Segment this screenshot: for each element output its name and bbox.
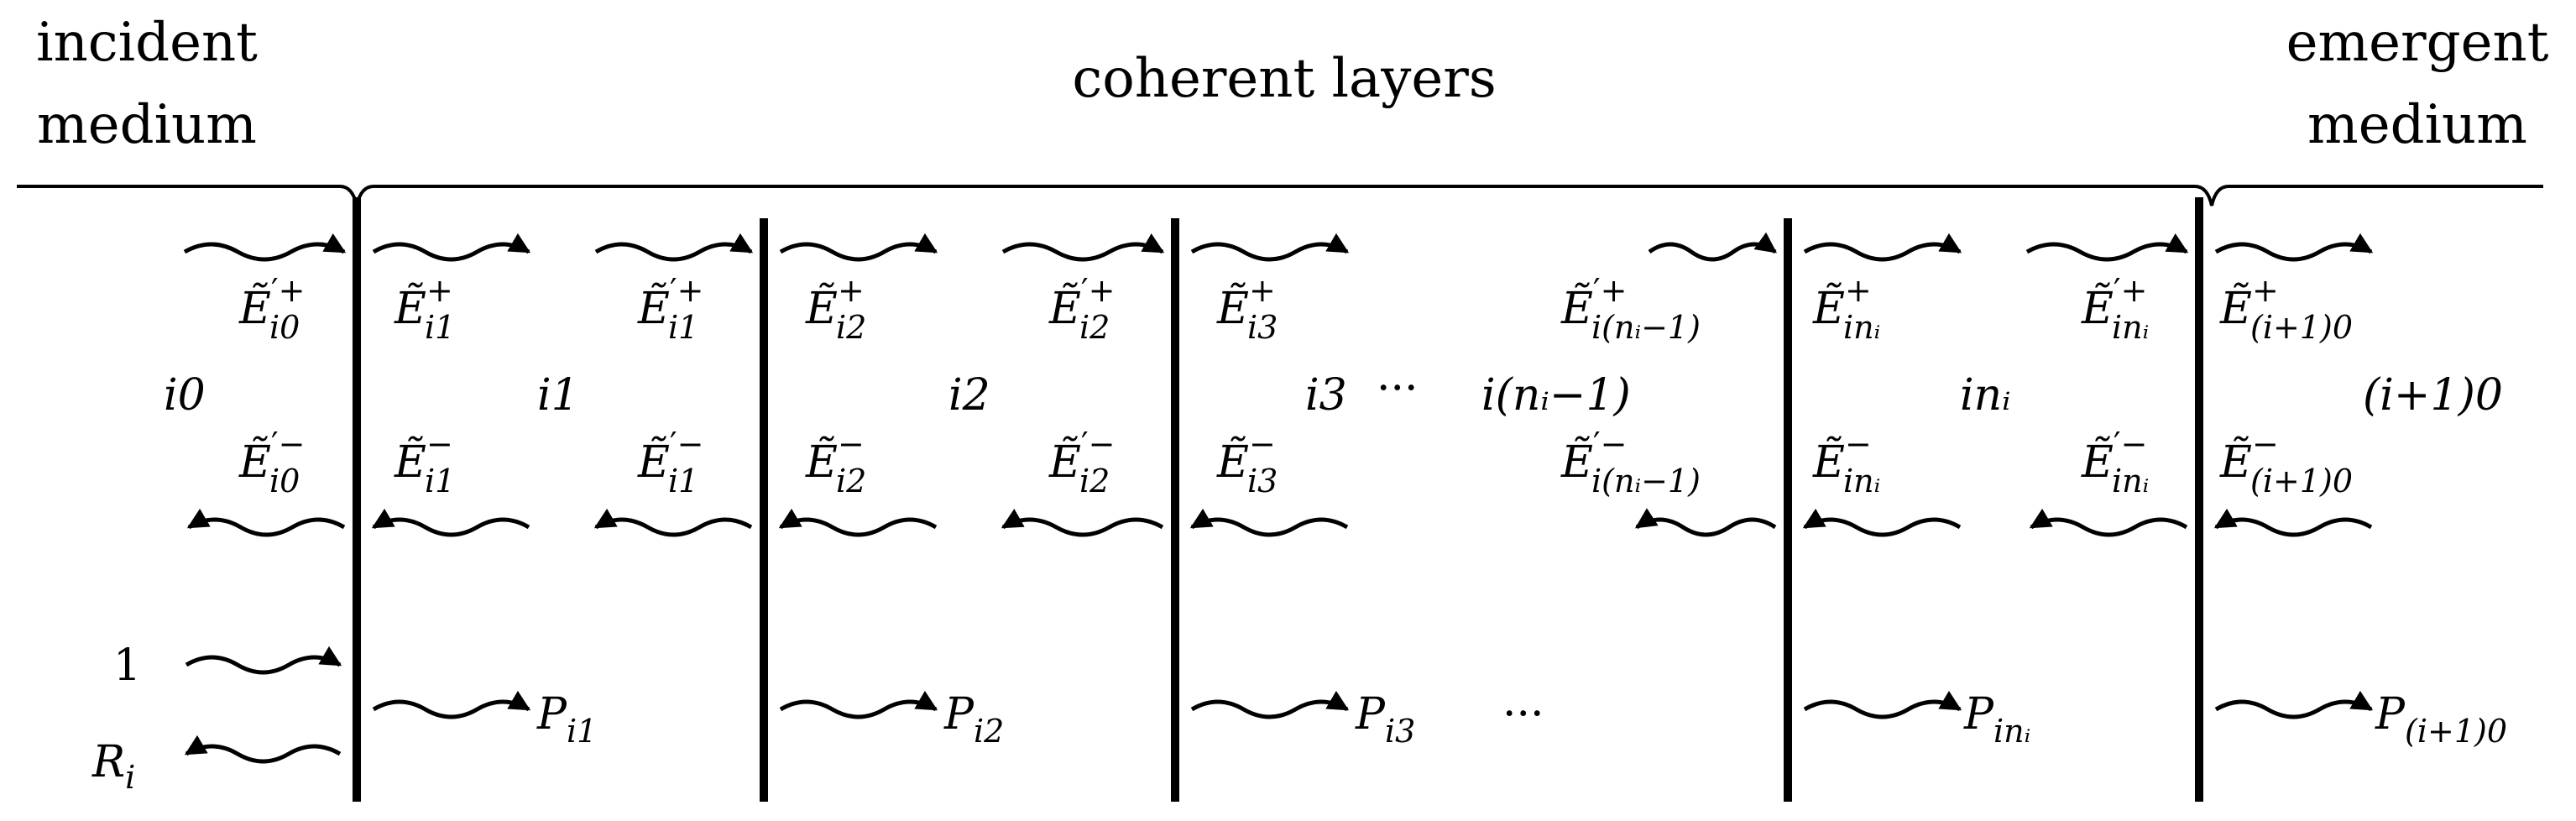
layer-label-i2: i2 bbox=[948, 370, 990, 421]
field-label-backward-8: Ẽ′−inᵢ bbox=[2081, 426, 2149, 499]
field-label-backward-5: Ẽ−i3 bbox=[1216, 426, 1278, 499]
backward-wave-9 bbox=[2213, 508, 2373, 537]
power-label-0: Pi1 bbox=[536, 689, 597, 750]
field-label-backward-0: Ẽ′−i0 bbox=[238, 426, 305, 499]
field-label-forward-7: Ẽ+inᵢ bbox=[1812, 272, 1880, 346]
field-label-backward-4: Ẽ′−i2 bbox=[1048, 426, 1115, 499]
field-label-forward-5: Ẽ+i3 bbox=[1216, 272, 1278, 346]
backward-wave-3 bbox=[778, 508, 938, 537]
layer-label-i1: i1 bbox=[537, 370, 579, 421]
forward-wave-2 bbox=[594, 233, 754, 262]
emergent-medium-header-line2: medium bbox=[2307, 94, 2527, 156]
power-wave-3 bbox=[1803, 690, 1962, 719]
forward-wave-3 bbox=[779, 233, 938, 262]
incident-medium-header-line2: medium bbox=[37, 94, 257, 156]
layer-ellipsis: ··· bbox=[1377, 363, 1419, 414]
field-label-forward-8: Ẽ′+inᵢ bbox=[2081, 272, 2149, 346]
backward-wave-6 bbox=[1634, 508, 1777, 537]
field-label-forward-2: Ẽ′+i1 bbox=[637, 272, 703, 346]
incident-medium-header-line1: incident bbox=[36, 12, 258, 74]
backward-wave-4 bbox=[1001, 509, 1164, 537]
power-label-3: ··· bbox=[1502, 689, 1544, 740]
layer-label-i-ni-minus-1: i(nᵢ−1) bbox=[1481, 370, 1631, 421]
forward-wave-8 bbox=[2025, 233, 2189, 262]
emergent-medium-header-line1: emergent bbox=[2286, 12, 2549, 74]
power-label-1: Pi2 bbox=[943, 689, 1004, 750]
forward-wave-0 bbox=[183, 233, 347, 262]
power-label-2: Pi3 bbox=[1355, 689, 1415, 750]
field-label-backward-6: Ẽ′−i(nᵢ−1) bbox=[1560, 426, 1701, 499]
coherent-layers-header: coherent layers bbox=[1072, 48, 1496, 110]
field-label-backward-9: Ẽ−(i+1)0 bbox=[2219, 426, 2353, 499]
power-wave-4 bbox=[2214, 690, 2374, 719]
field-label-forward-6: Ẽ′+i(nᵢ−1) bbox=[1560, 272, 1701, 346]
incident-wave bbox=[185, 646, 342, 675]
backward-wave-2 bbox=[593, 508, 753, 537]
header-brace bbox=[17, 185, 2543, 207]
backward-wave-0 bbox=[186, 508, 346, 537]
forward-wave-1 bbox=[372, 233, 531, 262]
forward-wave-7 bbox=[1803, 233, 1962, 262]
layer-label-ini: inᵢ bbox=[1960, 370, 2011, 421]
backward-wave-5 bbox=[1189, 508, 1349, 537]
field-label-forward-4: Ẽ′+i2 bbox=[1048, 272, 1115, 346]
power-wave-0 bbox=[372, 690, 531, 719]
layer-label-i-plus-1-0: (i+1)0 bbox=[2363, 370, 2503, 421]
incident-unit-label: 1 bbox=[113, 641, 141, 691]
power-wave-2 bbox=[1190, 690, 1350, 719]
field-label-forward-0: Ẽ′+i0 bbox=[238, 272, 305, 346]
backward-wave-8 bbox=[2029, 508, 2188, 537]
backward-wave-7 bbox=[1802, 508, 1962, 537]
forward-wave-6 bbox=[1648, 232, 1778, 262]
layer-label-i3: i3 bbox=[1305, 370, 1347, 421]
field-label-forward-1: Ẽ+i1 bbox=[394, 272, 455, 346]
power-label-5: P(i+1)0 bbox=[2375, 689, 2507, 750]
field-label-backward-1: Ẽ−i1 bbox=[394, 426, 455, 499]
reflected-wave bbox=[184, 735, 342, 764]
layer-label-i0: i0 bbox=[164, 370, 206, 421]
field-label-backward-3: Ẽ−i2 bbox=[805, 426, 866, 499]
forward-wave-9 bbox=[2214, 233, 2374, 262]
field-label-backward-7: Ẽ−inᵢ bbox=[1812, 426, 1880, 499]
field-label-forward-9: Ẽ+(i+1)0 bbox=[2219, 272, 2353, 346]
power-label-4: Pinᵢ bbox=[1963, 689, 2030, 750]
reflectance-label: Ri bbox=[91, 737, 135, 796]
forward-wave-5 bbox=[1190, 233, 1350, 262]
field-label-backward-2: Ẽ′−i1 bbox=[637, 426, 703, 499]
field-label-forward-3: Ẽ+i2 bbox=[805, 272, 866, 346]
forward-wave-4 bbox=[1001, 233, 1165, 262]
backward-wave-1 bbox=[371, 508, 530, 537]
power-wave-1 bbox=[779, 690, 938, 719]
